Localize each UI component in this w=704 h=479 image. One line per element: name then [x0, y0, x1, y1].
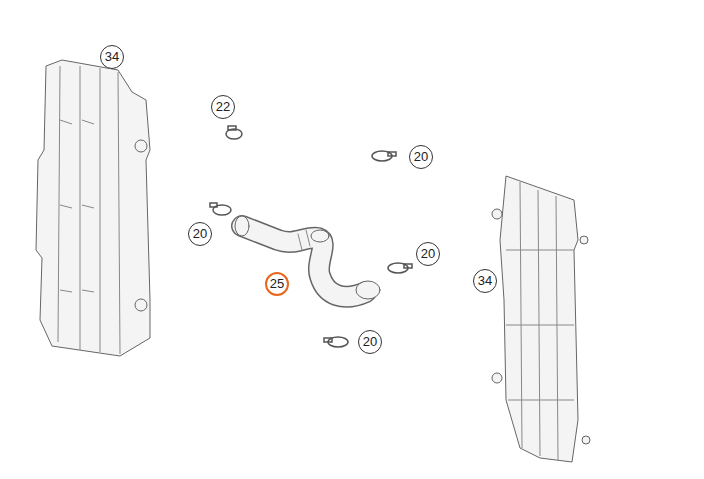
callout-number: 25 [265, 272, 289, 296]
hose-clamp [210, 126, 412, 347]
callout-number: 20 [416, 242, 440, 266]
callout-number: 20 [188, 222, 212, 246]
callout-number: 20 [409, 145, 433, 169]
radiator-shroud [36, 60, 150, 356]
radiator-shroud [500, 176, 578, 462]
coolant-hose [235, 216, 380, 299]
callout-number: 22 [211, 95, 235, 119]
callout-number: 34 [473, 269, 497, 293]
callout-number: 34 [100, 45, 124, 69]
callout-number: 20 [358, 330, 382, 354]
